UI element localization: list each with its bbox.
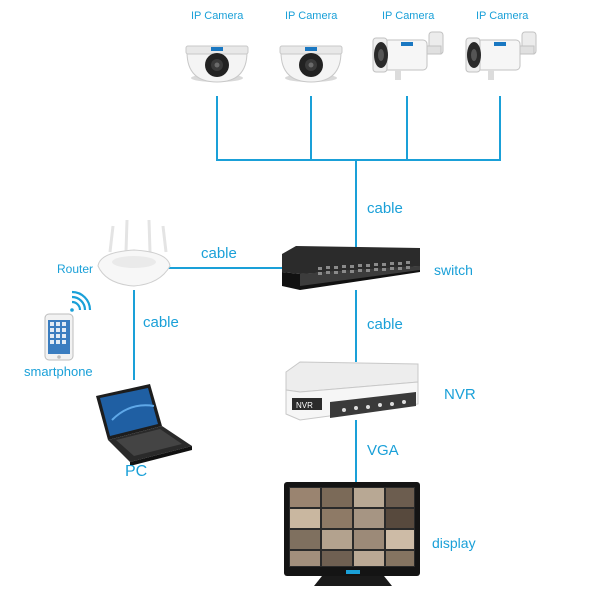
smartphone-label: smartphone (24, 364, 93, 379)
camera-label: IP Camera (476, 10, 529, 22)
display-label: display (432, 535, 476, 551)
router-label: Router (57, 262, 94, 276)
link-label-router-switch: cable (201, 245, 237, 262)
dome-camera-icon (279, 45, 343, 83)
nvr-label: NVR (444, 386, 476, 403)
dome-camera-icon (185, 45, 249, 83)
network-switch-icon (282, 246, 420, 290)
display-monitor-icon (284, 482, 420, 586)
wifi-icon (70, 290, 92, 312)
bullet-camera-icon (465, 31, 537, 80)
link-label-router-pc: cable (143, 314, 179, 331)
router-icon (97, 219, 171, 287)
camera-label: IP Camera (191, 10, 244, 22)
camera-label: IP Camera (382, 10, 435, 22)
link-label-switch-nvr: cable (367, 316, 403, 333)
svg-text:NVR: NVR (296, 401, 313, 410)
bullet-camera-icon (372, 31, 444, 80)
pc-label: PC (125, 463, 148, 480)
camera-label: IP Camera (285, 10, 338, 22)
switch-label: switch (434, 262, 473, 278)
link-label-cameras-switch: cable (367, 200, 403, 217)
connection-lines (133, 96, 501, 482)
laptop-pc-icon (96, 384, 192, 466)
link-label-nvr-display: VGA (367, 442, 399, 459)
smartphone-icon (44, 313, 74, 361)
nvr-recorder-icon: NVR (285, 361, 419, 421)
